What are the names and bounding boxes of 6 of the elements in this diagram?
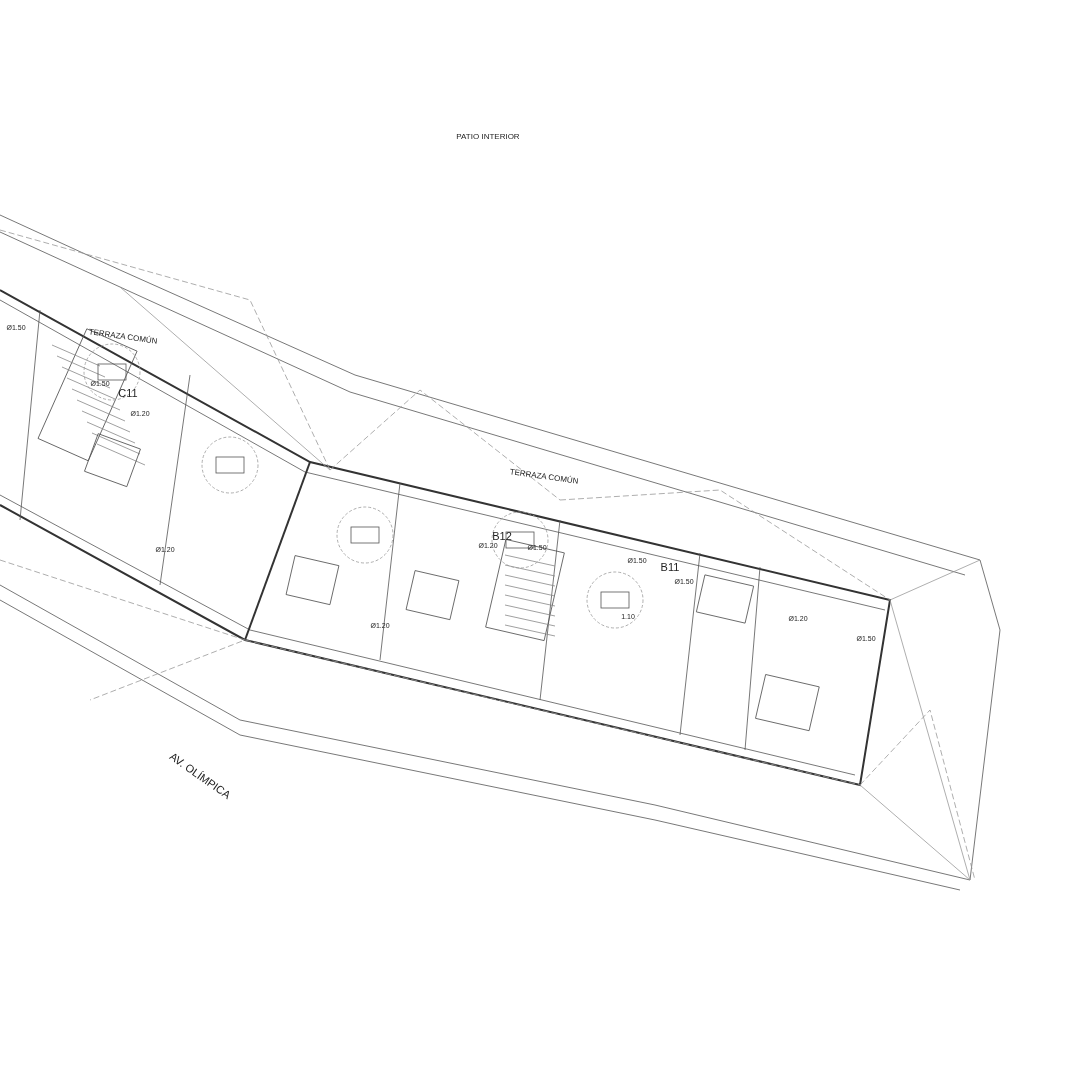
area-label: TERRAZA COMÚN [87,328,159,346]
unit-label: C11 [117,387,139,399]
area-label: PATIO INTERIOR [455,133,521,141]
area-label: TERRAZA COMÚN [508,468,580,486]
unit-label: B12 [491,530,513,542]
unit-label: B11 [659,561,681,573]
